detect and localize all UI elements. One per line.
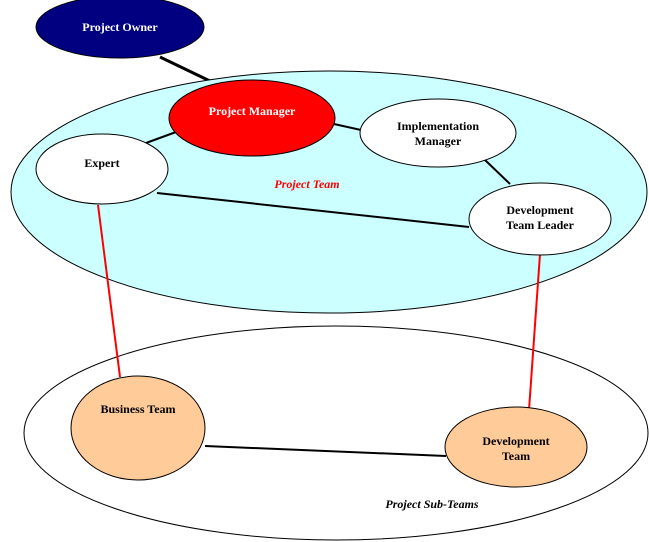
manager-to-expert-connector xyxy=(145,131,177,144)
expert-label: Expert xyxy=(84,156,119,170)
expert-to-dev-leader-connector xyxy=(156,192,470,228)
manager-to-implementation-connector xyxy=(333,123,362,131)
business-team-label: Business Team xyxy=(100,402,175,416)
dev-team-leader-label-line-1: Development xyxy=(506,203,573,217)
business-team-node: Business Team xyxy=(70,375,206,481)
implementation-manager-label-line-1: Implementation xyxy=(397,119,479,133)
expert-node: Expert xyxy=(35,133,169,205)
implementation-manager-node: Implementation Manager xyxy=(359,98,517,168)
implementation-manager-label-line-2: Manager xyxy=(415,134,462,148)
development-team-label-line-2: Team xyxy=(502,449,530,463)
owner-to-team-connector xyxy=(159,55,213,84)
project-manager-node: Project Manager xyxy=(168,79,336,157)
development-team-label-line-1: Development xyxy=(482,434,549,448)
implementation-to-dev-leader-connector xyxy=(484,159,511,185)
project-owner-label: Project Owner xyxy=(82,20,158,34)
project-manager-label: Project Manager xyxy=(209,104,296,118)
development-team-leader-node: Development Team Leader xyxy=(468,182,612,256)
business-to-dev-team-connector xyxy=(204,445,447,457)
project-owner-node: Project Owner xyxy=(35,0,205,59)
project-sub-teams-label: Project Sub-Teams xyxy=(385,497,479,511)
dev-team-leader-label-line-2: Team Leader xyxy=(506,218,575,232)
expert-to-business-team-connector xyxy=(97,204,121,378)
dev-leader-to-dev-team-connector xyxy=(528,253,541,411)
project-team-label: Project Team xyxy=(274,177,339,191)
project-sub-teams-group xyxy=(23,325,649,541)
development-team-node: Development Team xyxy=(444,406,588,488)
